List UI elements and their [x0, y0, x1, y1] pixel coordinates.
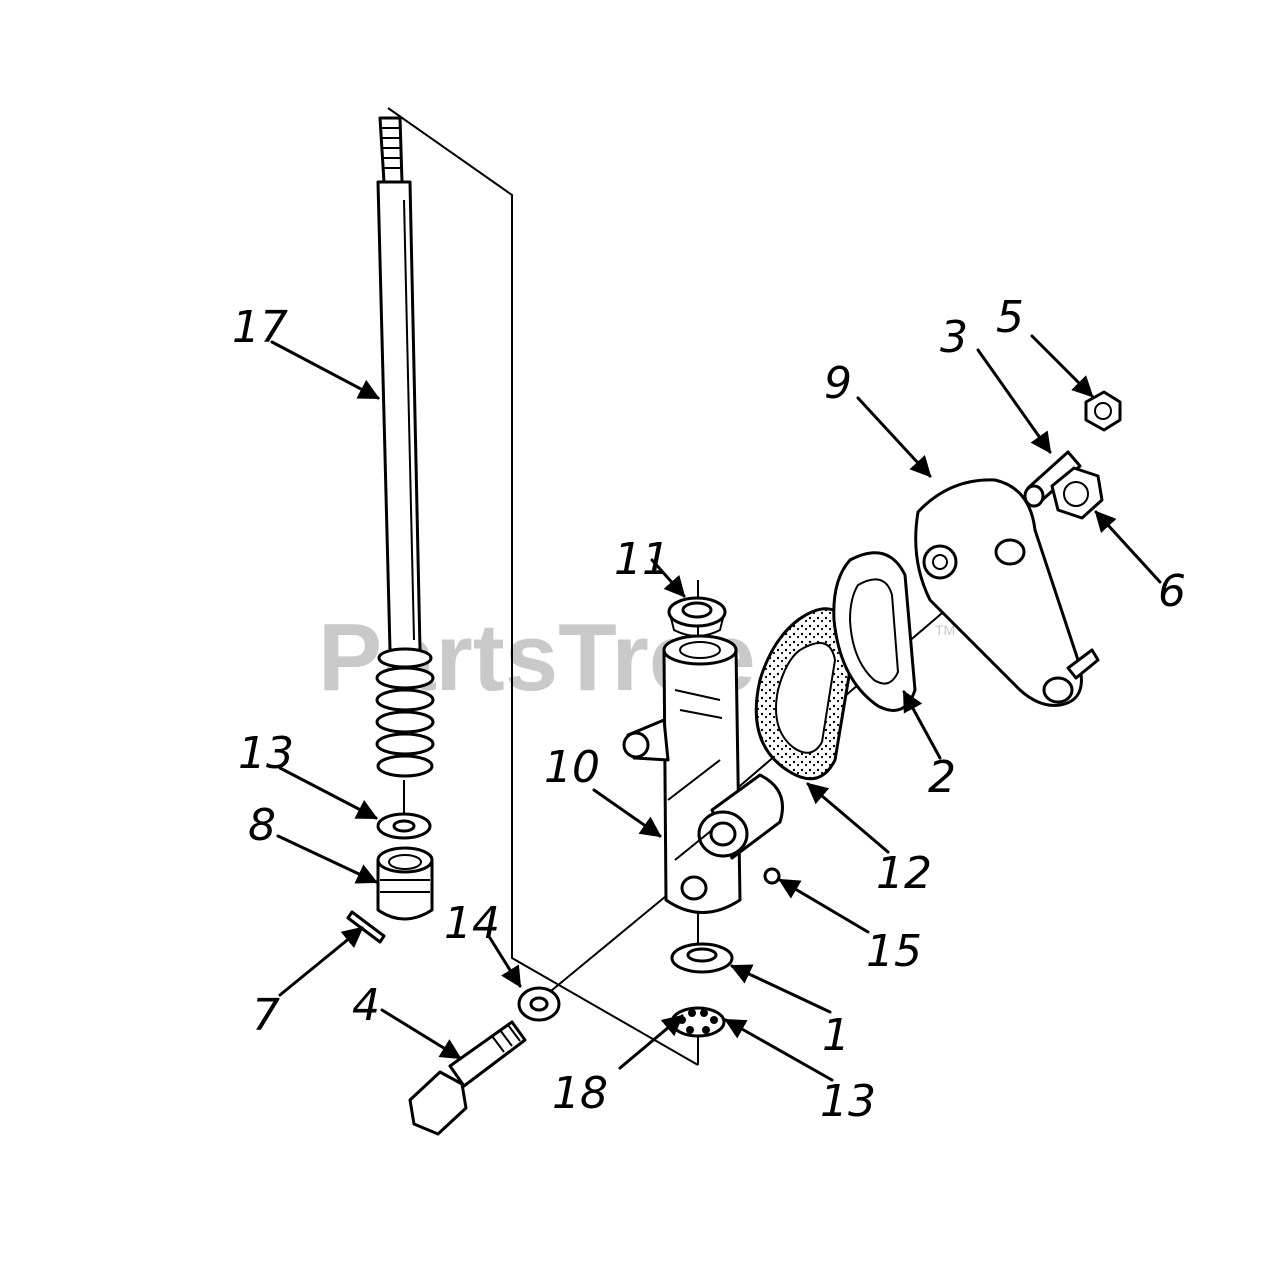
- watermark-tm: TM: [935, 622, 955, 638]
- label-13-upper: 13: [238, 728, 294, 779]
- bolt-4: [408, 1020, 527, 1136]
- label-18: 18: [552, 1068, 608, 1119]
- part-labels: 17 13 8 7 4 14 18 13 1 15 12 2 10 11 9 3…: [232, 292, 1186, 1127]
- label-4: 4: [352, 980, 380, 1031]
- washer-13-upper: [376, 812, 432, 840]
- leader-arrows: [270, 334, 1162, 1082]
- label-8: 8: [248, 800, 276, 851]
- plate-2: [832, 551, 917, 712]
- nut-8: [376, 846, 434, 921]
- label-1: 1: [822, 1010, 850, 1061]
- cotter-pin-7: [346, 910, 386, 944]
- label-17: 17: [232, 302, 288, 353]
- label-2: 2: [928, 752, 956, 803]
- steering-shaft: [375, 116, 435, 830]
- label-11: 11: [614, 534, 670, 585]
- label-14: 14: [444, 898, 500, 949]
- label-12: 12: [876, 848, 932, 899]
- seal-11: [667, 596, 727, 637]
- washer-14: [517, 986, 561, 1022]
- steering-housing-10: [622, 634, 784, 914]
- label-13-lower: 13: [820, 1076, 876, 1127]
- label-15: 15: [866, 926, 922, 977]
- nut-5: [1084, 390, 1122, 432]
- label-7: 7: [252, 990, 280, 1041]
- label-6: 6: [1158, 566, 1186, 617]
- stud-3: [1023, 450, 1082, 508]
- label-9: 9: [824, 358, 852, 409]
- label-10: 10: [544, 742, 600, 793]
- bearing-18: [670, 1006, 726, 1038]
- ball-15: [763, 867, 781, 885]
- label-3: 3: [940, 312, 968, 363]
- steering-arm-9: [914, 478, 1100, 707]
- label-5: 5: [996, 292, 1024, 343]
- nut-6: [1050, 466, 1104, 520]
- gasket-12: [754, 607, 857, 781]
- washer-1: [670, 942, 734, 974]
